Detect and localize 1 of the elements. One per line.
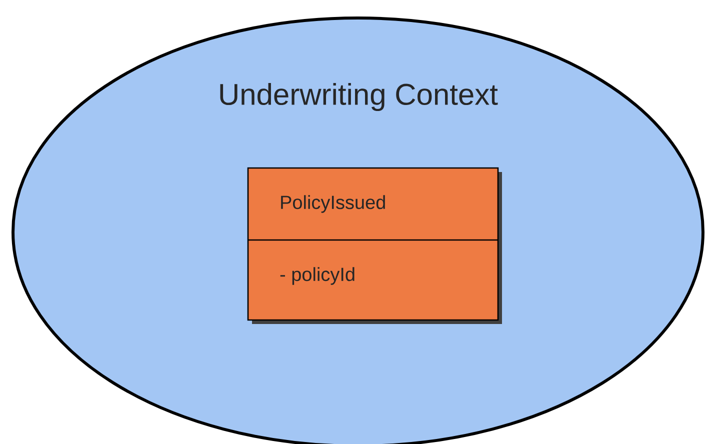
context-title: Underwriting Context (220, 83, 498, 111)
